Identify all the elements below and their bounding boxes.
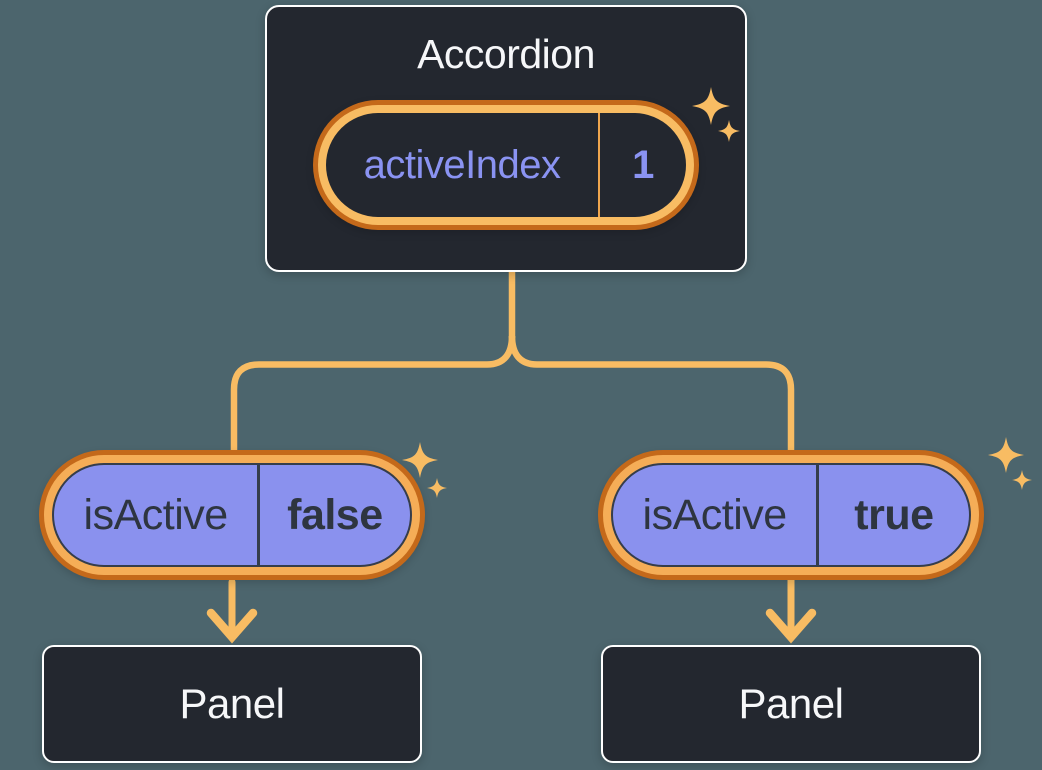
panel-card-left: Panel [42,645,422,763]
state-pill: activeIndex 1 [313,100,699,230]
prop-name: isActive [83,490,229,539]
state-name: activeIndex [363,143,561,187]
prop-pill-right: isActive true [598,450,984,580]
prop-pill-ring: isActive false [44,455,420,575]
arrow-down-icon [206,578,258,644]
connector-branch-left [230,335,516,470]
panel-title: Panel [179,680,285,727]
state-value: 1 [632,143,654,187]
connector-branch-right [508,335,795,470]
prop-pill-ring: isActive true [603,455,979,575]
prop-pill-left: isActive false [39,450,425,580]
pill-divider [816,465,819,565]
sparkle-icon [692,87,740,142]
prop-value: true [854,490,934,539]
panel-title: Panel [738,680,844,727]
pill-divider [598,113,601,217]
sparkle-icon [988,437,1032,490]
component-title: Accordion [417,31,595,77]
prop-value: false [287,490,383,539]
panel-card-right: Panel [601,645,981,763]
prop-name: isActive [642,490,788,539]
sparkle-icon [402,442,447,498]
state-pill-ring: activeIndex 1 [318,105,694,225]
pill-divider [257,465,260,565]
arrow-down-icon [765,570,817,644]
